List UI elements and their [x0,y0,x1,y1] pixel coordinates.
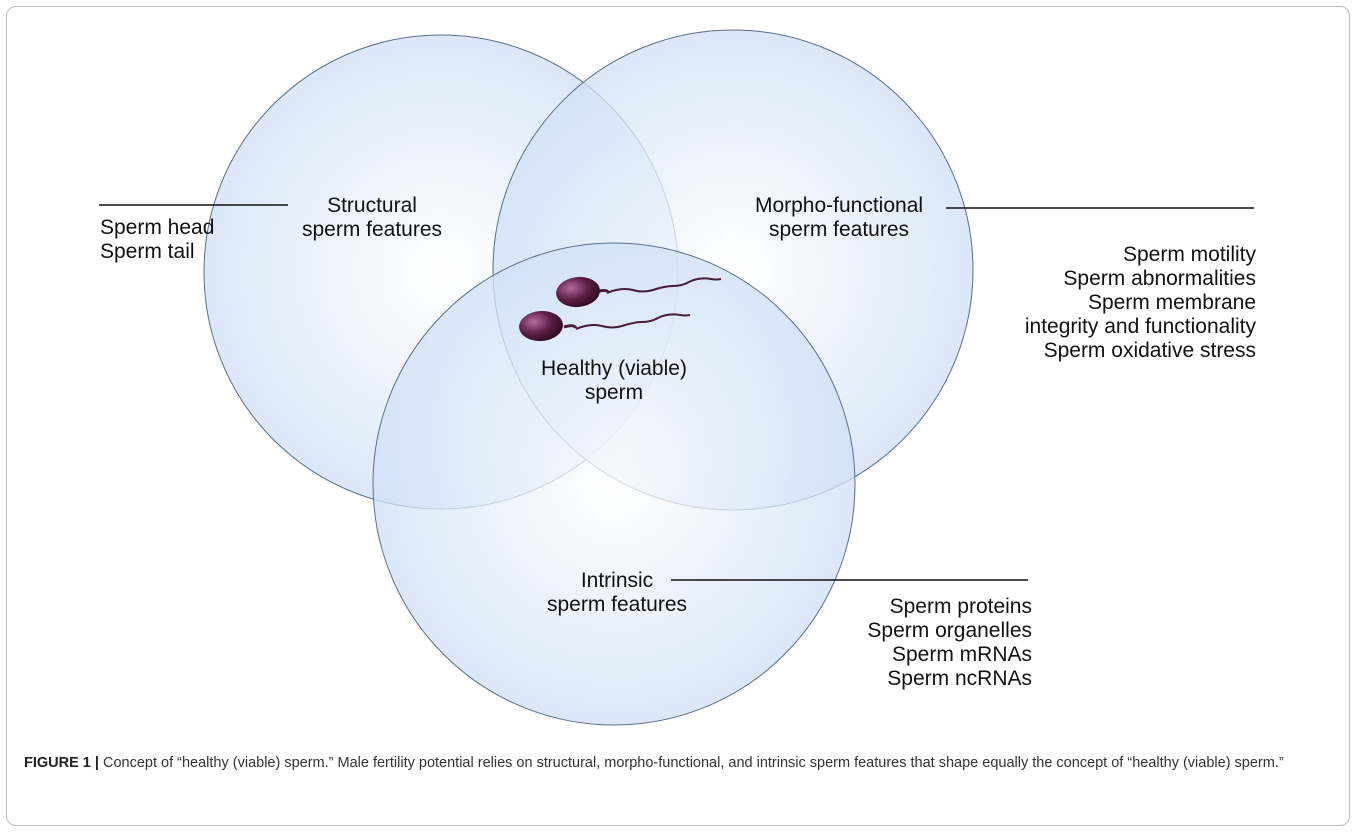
structural-items: Sperm head Sperm tail [100,216,214,264]
intrinsic-circle [372,242,856,726]
structural-label-line-2: sperm features [301,218,443,241]
intrinsic-item: Sperm proteins [889,595,1032,618]
structural-item: Sperm head [100,216,215,239]
morpho-functional-label: Morpho-functional sperm features [737,194,941,242]
morpho-functional-label-line-2: sperm features [768,218,910,241]
intrinsic-item: Sperm organelles [867,619,1032,642]
intrinsic-label-line-2: sperm features [546,593,688,616]
structural-label: Structural sperm features [290,194,454,242]
center-label-line-2: sperm [584,381,644,404]
center-label: Healthy (viable) sperm [514,357,714,405]
sperm-cell-1 [556,276,722,308]
caption-text: Concept of “healthy (viable) sperm.” Mal… [98,755,1284,771]
morpho-functional-items: Sperm motility Sperm abnormalities Sperm… [960,243,1256,363]
intrinsic-item: Sperm ncRNAs [887,667,1032,690]
morpho-functional-item: integrity and functionality [1024,315,1256,338]
structural-item: Sperm tail [100,240,195,263]
morpho-functional-item: Sperm membrane [1087,291,1256,314]
sperm-cell-2 [519,310,691,342]
intrinsic-label: Intrinsic sperm features [530,569,704,617]
caption-figure-label: FIGURE 1 | [24,755,99,771]
center-label-line-1: Healthy (viable) [541,357,687,380]
morpho-functional-label-line-1: Morpho-functional [754,194,924,217]
intrinsic-label-line-1: Intrinsic [580,569,654,592]
structural-label-line-1: Structural [327,194,417,217]
venn-diagram [99,29,1254,726]
intrinsic-items: Sperm proteins Sperm organelles Sperm mR… [820,595,1032,691]
morpho-functional-item: Sperm oxidative stress [1043,339,1256,362]
intrinsic-item: Sperm mRNAs [891,643,1032,666]
morpho-functional-item: Sperm motility [1122,243,1256,266]
figure-caption: FIGURE 1 | Concept of “healthy (viable) … [24,752,1324,775]
morpho-functional-item: Sperm abnormalities [1063,267,1256,290]
